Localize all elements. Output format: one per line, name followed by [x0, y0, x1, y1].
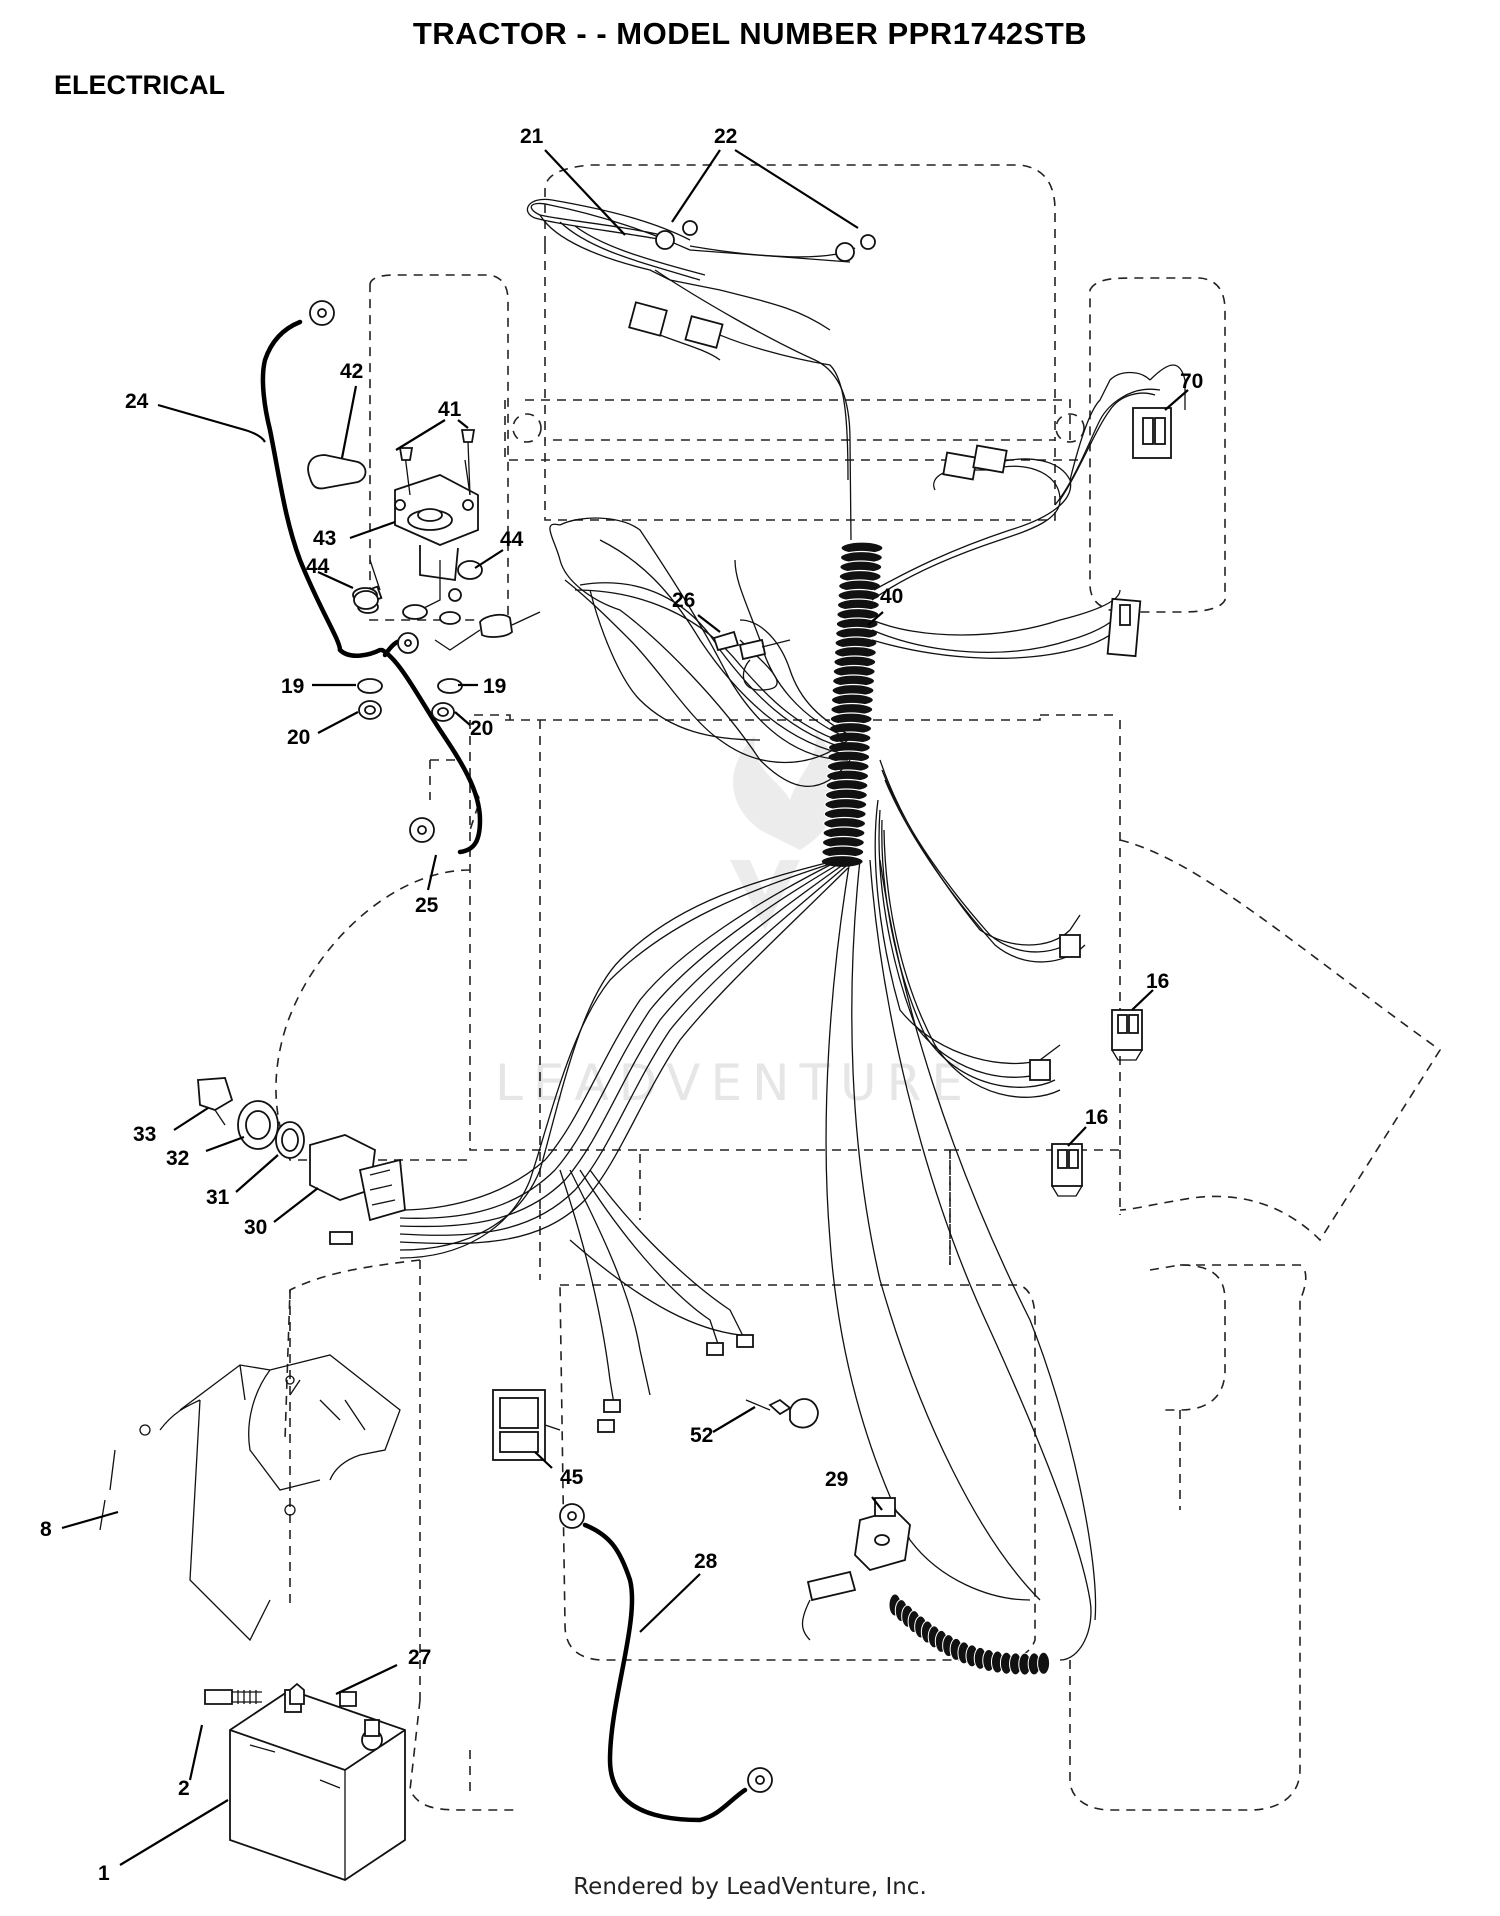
- battery: [229, 1689, 406, 1881]
- callout-21: 21: [520, 125, 544, 148]
- switches: [1029, 934, 1143, 1197]
- leader-lines: [61, 149, 1189, 1866]
- main-harness-sleeve: [820, 541, 884, 869]
- callout-70: 70: [1180, 370, 1203, 393]
- callout-2: 2: [178, 1777, 190, 1800]
- callout-26: 26: [672, 589, 695, 612]
- coil-cord: [888, 1593, 1051, 1676]
- callout-19: 19: [483, 675, 506, 698]
- page-title: TRACTOR - - MODEL NUMBER PPR1742STB: [412, 16, 1088, 51]
- misc-electrical-parts: [492, 630, 911, 1641]
- callout-40: 40: [880, 585, 903, 608]
- ground-cables: [260, 300, 773, 1823]
- battery-bolt: [204, 1682, 357, 1707]
- battery-cable-boot: [307, 454, 367, 490]
- callout-43: 43: [313, 527, 336, 550]
- callout-27: 27: [408, 1646, 431, 1669]
- callout-32: 32: [166, 1147, 189, 1170]
- callout-31: 31: [206, 1186, 230, 1209]
- callout-33: 33: [133, 1123, 156, 1146]
- callout-20: 20: [470, 717, 493, 740]
- callout-24: 24: [125, 390, 149, 413]
- callout-30: 30: [244, 1216, 267, 1239]
- callout-8: 8: [40, 1518, 52, 1541]
- watermark: LEADVENTURE: [495, 730, 973, 1112]
- callout-20: 20: [287, 726, 310, 749]
- callout-19: 19: [281, 675, 304, 698]
- callout-16: 16: [1085, 1106, 1108, 1129]
- callout-22: 22: [714, 125, 737, 148]
- callout-42: 42: [340, 360, 363, 383]
- headlight-harness: [526, 198, 876, 541]
- callout-41: 41: [438, 398, 462, 421]
- callout-29: 29: [825, 1468, 848, 1491]
- callout-44: 44: [306, 555, 330, 578]
- tractor-outline: [275, 164, 1442, 1811]
- callout-25: 25: [415, 894, 439, 917]
- ignition-switch: [197, 1077, 406, 1245]
- callout-52: 52: [690, 1424, 713, 1447]
- callouts: 1 2 8 16 16 19 19 20 20 21 22 24 25 26 2…: [40, 125, 1203, 1885]
- main-harness-wires: [399, 517, 1131, 1661]
- footer-credit: Rendered by LeadVenture, Inc.: [573, 1874, 927, 1900]
- callout-45: 45: [560, 1466, 584, 1489]
- callout-28: 28: [694, 1550, 718, 1573]
- callout-16: 16: [1146, 970, 1169, 993]
- nuts-washers: [353, 560, 541, 722]
- starter-solenoid: [352, 429, 479, 620]
- coil-ring: [1037, 1651, 1051, 1675]
- callout-44: 44: [500, 528, 524, 551]
- seat-switch-harness: [871, 364, 1186, 658]
- watermark-text: LEADVENTURE: [495, 1054, 973, 1112]
- section-title: ELECTRICAL: [54, 70, 225, 100]
- engine-block: [99, 1354, 401, 1642]
- callout-1: 1: [98, 1862, 110, 1885]
